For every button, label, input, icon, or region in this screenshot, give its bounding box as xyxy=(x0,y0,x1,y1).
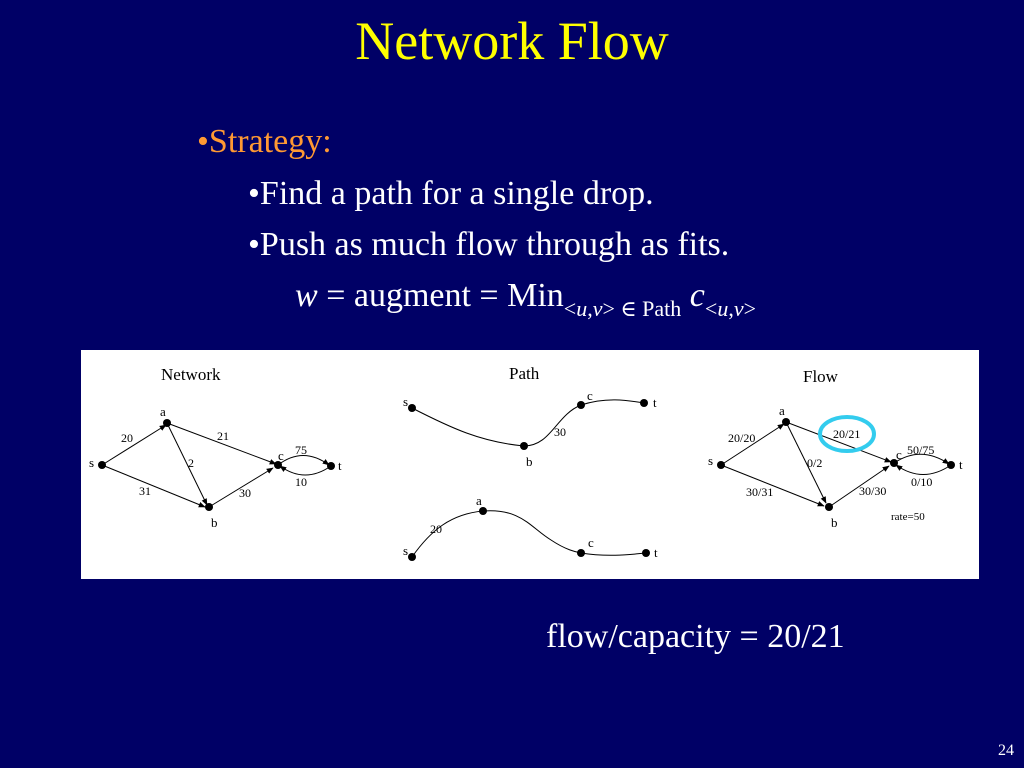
path-diagram: Path s b c t 30 s a c t 20 xyxy=(403,364,658,561)
flow-rate: rate=50 xyxy=(891,511,925,523)
flow-s-b: 30/31 xyxy=(746,485,773,499)
node-a xyxy=(163,419,171,427)
formula-eq: = augment = Min xyxy=(317,277,564,314)
path2-label-a: a xyxy=(476,493,482,508)
formula-c: c xyxy=(689,277,705,314)
flow-node-c xyxy=(890,459,898,467)
diagram-panel: Network s a b c t 20 21 2 31 30 75 10 xyxy=(81,350,979,579)
edge-s-a xyxy=(101,424,167,466)
label-t: t xyxy=(338,458,342,473)
path1-label-c: c xyxy=(587,388,593,403)
flow-node-b xyxy=(825,503,833,511)
flow-edge-s-a xyxy=(720,423,785,466)
cap-b-c: 30 xyxy=(239,486,251,500)
node-s xyxy=(98,461,106,469)
path2-node-a xyxy=(479,507,487,515)
path1-node-t xyxy=(640,399,648,407)
path2-node-s xyxy=(408,553,416,561)
node-c xyxy=(274,461,282,469)
slide-title: Network Flow xyxy=(355,11,669,71)
cap-a-b: 2 xyxy=(188,456,194,470)
path1-cap-b-c: 30 xyxy=(554,425,566,439)
bullet-strategy: •Strategy: xyxy=(197,123,332,160)
path2-label-s: s xyxy=(403,543,408,558)
cap-s-a: 20 xyxy=(121,431,133,445)
flow-label-t: t xyxy=(959,457,963,472)
path1-label-s: s xyxy=(403,394,408,409)
bullet-find-path: •Find a path for a single drop. xyxy=(248,175,654,212)
path2-cap-s-a: 20 xyxy=(430,522,442,536)
flow-edge-c-t xyxy=(893,453,950,465)
flow-edge-t-c xyxy=(895,464,952,475)
path1-node-b xyxy=(520,442,528,450)
flow-label-a: a xyxy=(779,403,785,418)
label-s: s xyxy=(89,455,94,470)
formula-c-subscript: <u,v> xyxy=(704,296,756,321)
bullet-push-flow: •Push as much flow through as fits. xyxy=(248,226,730,263)
path2-curve xyxy=(411,510,647,558)
path1-curve xyxy=(411,399,645,447)
flow-label-b: b xyxy=(831,515,838,530)
flow-node-s xyxy=(717,461,725,469)
label-a: a xyxy=(160,404,166,419)
flow-a-b: 0/2 xyxy=(807,456,822,470)
formula-w: w xyxy=(295,277,318,314)
flow-label-s: s xyxy=(708,453,713,468)
flow-node-a xyxy=(782,418,790,426)
flow-edge-a-c xyxy=(785,421,892,463)
flow-s-a: 20/20 xyxy=(728,431,755,445)
edge-c-t xyxy=(277,455,330,466)
node-b xyxy=(205,503,213,511)
path1-node-c xyxy=(577,401,585,409)
formula-min-subscript: <u,v> ∈ Path xyxy=(563,296,682,321)
network-diagram: Network s a b c t 20 21 2 31 30 75 10 xyxy=(89,365,342,530)
flow-edge-a-b xyxy=(785,421,827,504)
path2-label-t: t xyxy=(654,545,658,560)
path1-label-b: b xyxy=(526,454,533,469)
flow-title: Flow xyxy=(803,367,839,386)
edge-b-c xyxy=(208,467,274,508)
edge-s-b xyxy=(101,464,206,508)
flow-c-t: 50/75 xyxy=(907,443,934,457)
path1-node-s xyxy=(408,404,416,412)
edge-a-b xyxy=(166,422,208,506)
cap-c-t: 75 xyxy=(295,443,307,457)
flow-a-c: 20/21 xyxy=(833,427,860,441)
flow-t-c: 0/10 xyxy=(911,475,932,489)
edge-t-c xyxy=(279,465,332,476)
flow-diagram: Flow s a b c t 20/20 20/21 0/2 30/31 30/… xyxy=(708,367,963,530)
path2-node-c xyxy=(577,549,585,557)
cap-a-c: 21 xyxy=(217,429,229,443)
path-title: Path xyxy=(509,364,540,383)
flow-label-c: c xyxy=(896,447,902,462)
path1-label-t: t xyxy=(653,395,657,410)
path2-label-c: c xyxy=(588,535,594,550)
flow-b-c: 30/30 xyxy=(859,484,886,498)
augment-formula: w = augment = Min<u,v> ∈ Path c<u,v> xyxy=(295,276,756,321)
page-number: 24 xyxy=(998,742,1014,759)
flow-edge-s-b xyxy=(720,464,825,507)
flow-node-t xyxy=(947,461,955,469)
path2-node-t xyxy=(642,549,650,557)
node-t xyxy=(327,462,335,470)
highlight-circle xyxy=(818,415,876,453)
label-c: c xyxy=(278,448,284,463)
edge-a-c xyxy=(166,422,277,465)
cap-s-b: 31 xyxy=(139,484,151,498)
cap-t-c: 10 xyxy=(295,475,307,489)
flow-edge-b-c xyxy=(828,465,890,508)
network-title: Network xyxy=(161,365,221,384)
label-b: b xyxy=(211,515,218,530)
flow-diagrams: Network s a b c t 20 21 2 31 30 75 10 xyxy=(89,364,963,561)
flow-capacity-caption: flow/capacity = 20/21 xyxy=(546,618,845,655)
